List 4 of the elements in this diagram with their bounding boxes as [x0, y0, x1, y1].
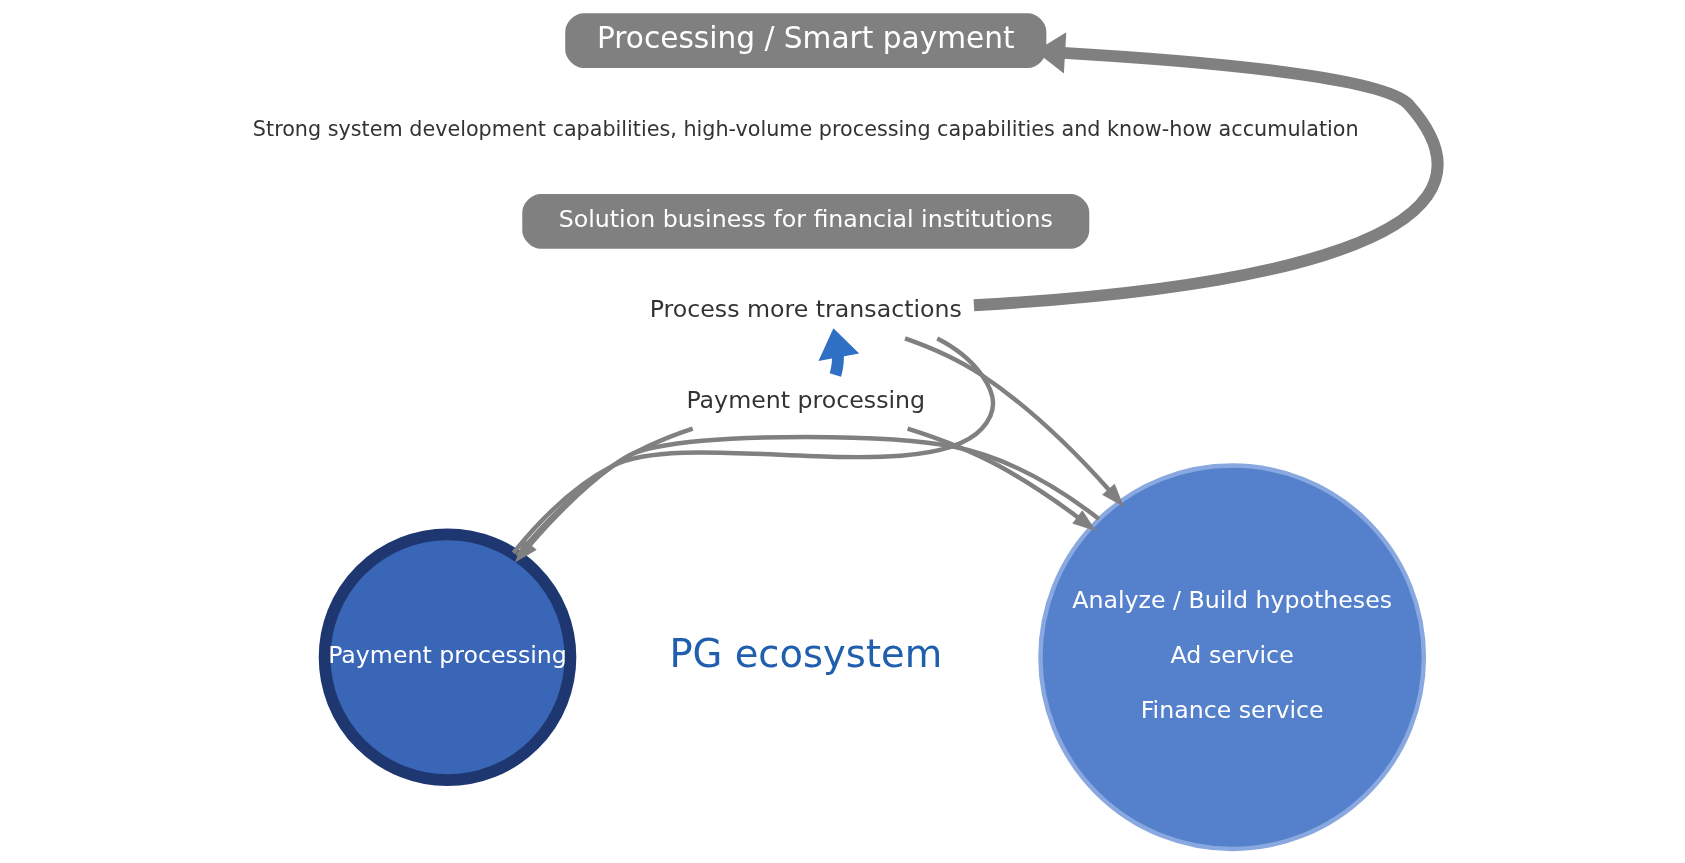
label: PG ecosystem: [669, 630, 943, 676]
label: Strong system development capabilities, high-volume processing capabilities and know-how accumulation: [252, 117, 1359, 142]
node-text: Process more transactions: [649, 295, 962, 324]
node-text: Payment processing: [686, 385, 926, 414]
